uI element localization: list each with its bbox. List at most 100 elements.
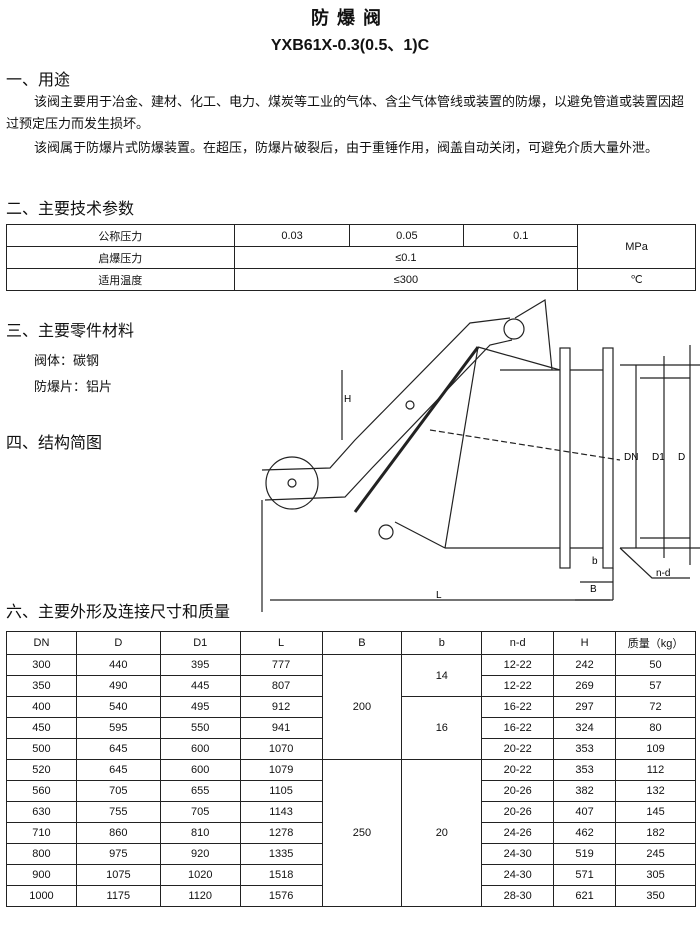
table-cell: 24-30: [481, 864, 555, 886]
bracket: [514, 298, 553, 371]
column-header: H: [553, 631, 617, 655]
valve-cover: [353, 346, 480, 513]
table-cell: 1143: [239, 801, 323, 823]
table-cell: 24-30: [481, 843, 555, 865]
table-cell: 24-26: [481, 822, 555, 844]
table-cell: 16-22: [481, 717, 555, 739]
table-cell: 382: [553, 780, 617, 802]
table-cell: 12-22: [481, 675, 555, 697]
table-cell: 705: [159, 801, 241, 823]
table-cell: 500: [6, 738, 77, 760]
table-cell: 72: [615, 696, 696, 718]
column-header: 质量（kg）: [615, 631, 696, 655]
label-DN: DN: [624, 452, 638, 463]
table-cell: 595: [75, 717, 161, 739]
table-cell: 777: [239, 654, 323, 676]
table-cell: 395: [159, 654, 241, 676]
table-cell: 1278: [239, 822, 323, 844]
table-cell: 1175: [75, 885, 161, 907]
tech-params-table: 公称压力 0.03 0.05 0.1 MPa 启爆压力 ≤0.1 适用温度 ≤3…: [6, 224, 696, 291]
table-cell: 305: [615, 864, 696, 886]
table-row: 适用温度 ≤300 ℃: [6, 268, 696, 291]
table-cell: 350: [615, 885, 696, 907]
table-cell: 920: [159, 843, 241, 865]
table-cell: 755: [75, 801, 161, 823]
table-cell: 1576: [239, 885, 323, 907]
table-row: 400 540 495 912 16 16-22 297 72: [6, 696, 696, 760]
label-D1: D1: [652, 452, 665, 463]
temp-unit: ℃: [577, 268, 696, 291]
table-cell: 269: [553, 675, 617, 697]
label-D: D: [678, 452, 685, 463]
pivot-mid: [405, 400, 415, 410]
table-cell: 324: [553, 717, 617, 739]
table-cell: 540: [75, 696, 161, 718]
table-cell: 440: [75, 654, 161, 676]
section-dims-heading: 六、主要外形及连接尺寸和质量: [6, 602, 231, 621]
table-cell: 1518: [239, 864, 323, 886]
table-row: 300 440 395 777 200 14 12-22 242 50: [6, 654, 696, 760]
table-cell: 860: [75, 822, 161, 844]
table-row: 520 645 600 1079 250 20 20-22 353 112: [6, 759, 696, 907]
table-row: 启爆压力 ≤0.1: [6, 246, 696, 269]
flange-right: [602, 347, 614, 569]
table-row: 560 705 655 1105 20-26 382 132: [6, 780, 696, 802]
table-row: 630 755 705 1143 20-26 407 145: [6, 801, 696, 823]
table-cell: 520: [6, 759, 77, 781]
table-cell-B: 250: [321, 759, 403, 907]
table-cell: 112: [615, 759, 696, 781]
table-row: 1000 1175 1120 1576 28-30 621 350: [6, 885, 696, 907]
table-cell: 57: [615, 675, 696, 697]
table-cell: 495: [159, 696, 241, 718]
page-title: 防爆阀: [311, 8, 389, 29]
table-cell: 80: [615, 717, 696, 739]
table-row: 350 490 445 807 12-22 269 57: [6, 675, 696, 697]
table-cell: 1000: [6, 885, 77, 907]
table-cell: 20-22: [481, 738, 555, 760]
table-cell: 519: [553, 843, 617, 865]
table-cell: 975: [75, 843, 161, 865]
table-cell: 1120: [159, 885, 241, 907]
table-cell: 912: [239, 696, 323, 718]
section-structure-heading: 四、结构简图: [6, 433, 103, 452]
pivot-lower: [378, 524, 394, 540]
table-cell: 400: [6, 696, 77, 718]
counterweight: [265, 456, 319, 510]
column-header: n-d: [481, 631, 555, 655]
table-cell: 445: [159, 675, 241, 697]
table-cell: 1070: [239, 738, 323, 760]
column-header: D: [75, 631, 161, 655]
table-cell: 350: [6, 675, 77, 697]
label-L: L: [436, 590, 442, 601]
label-B: B: [590, 584, 597, 595]
table-cell: 109: [615, 738, 696, 760]
pressure-unit: MPa: [577, 224, 696, 269]
table-cell: 571: [553, 864, 617, 886]
table-cell: 941: [239, 717, 323, 739]
label-nd: n-d: [656, 568, 670, 579]
section-usage-heading: 一、用途: [6, 70, 71, 89]
table-cell-b: 16: [401, 696, 483, 760]
table-cell: 560: [6, 780, 77, 802]
tech-label: 适用温度: [6, 268, 235, 291]
table-cell: 807: [239, 675, 323, 697]
table-cell: 1079: [239, 759, 323, 781]
table-cell-B: 200: [321, 654, 403, 760]
table-cell: 353: [553, 738, 617, 760]
column-header: B: [321, 631, 403, 655]
table-cell: 655: [159, 780, 241, 802]
table-cell: 621: [553, 885, 617, 907]
table-cell: 300: [6, 654, 77, 676]
table-cell: 28-30: [481, 885, 555, 907]
material-body: 阀体：碳钢: [34, 354, 100, 369]
table-cell: 462: [553, 822, 617, 844]
table-cell: 50: [615, 654, 696, 676]
table-cell-b: 14: [401, 654, 483, 697]
table-cell: 132: [615, 780, 696, 802]
column-header: DN: [6, 631, 77, 655]
table-cell: 12-22: [481, 654, 555, 676]
table-cell-b: 20: [401, 759, 483, 907]
table-cell: 450: [6, 717, 77, 739]
table-cell: ≤300: [233, 268, 579, 291]
